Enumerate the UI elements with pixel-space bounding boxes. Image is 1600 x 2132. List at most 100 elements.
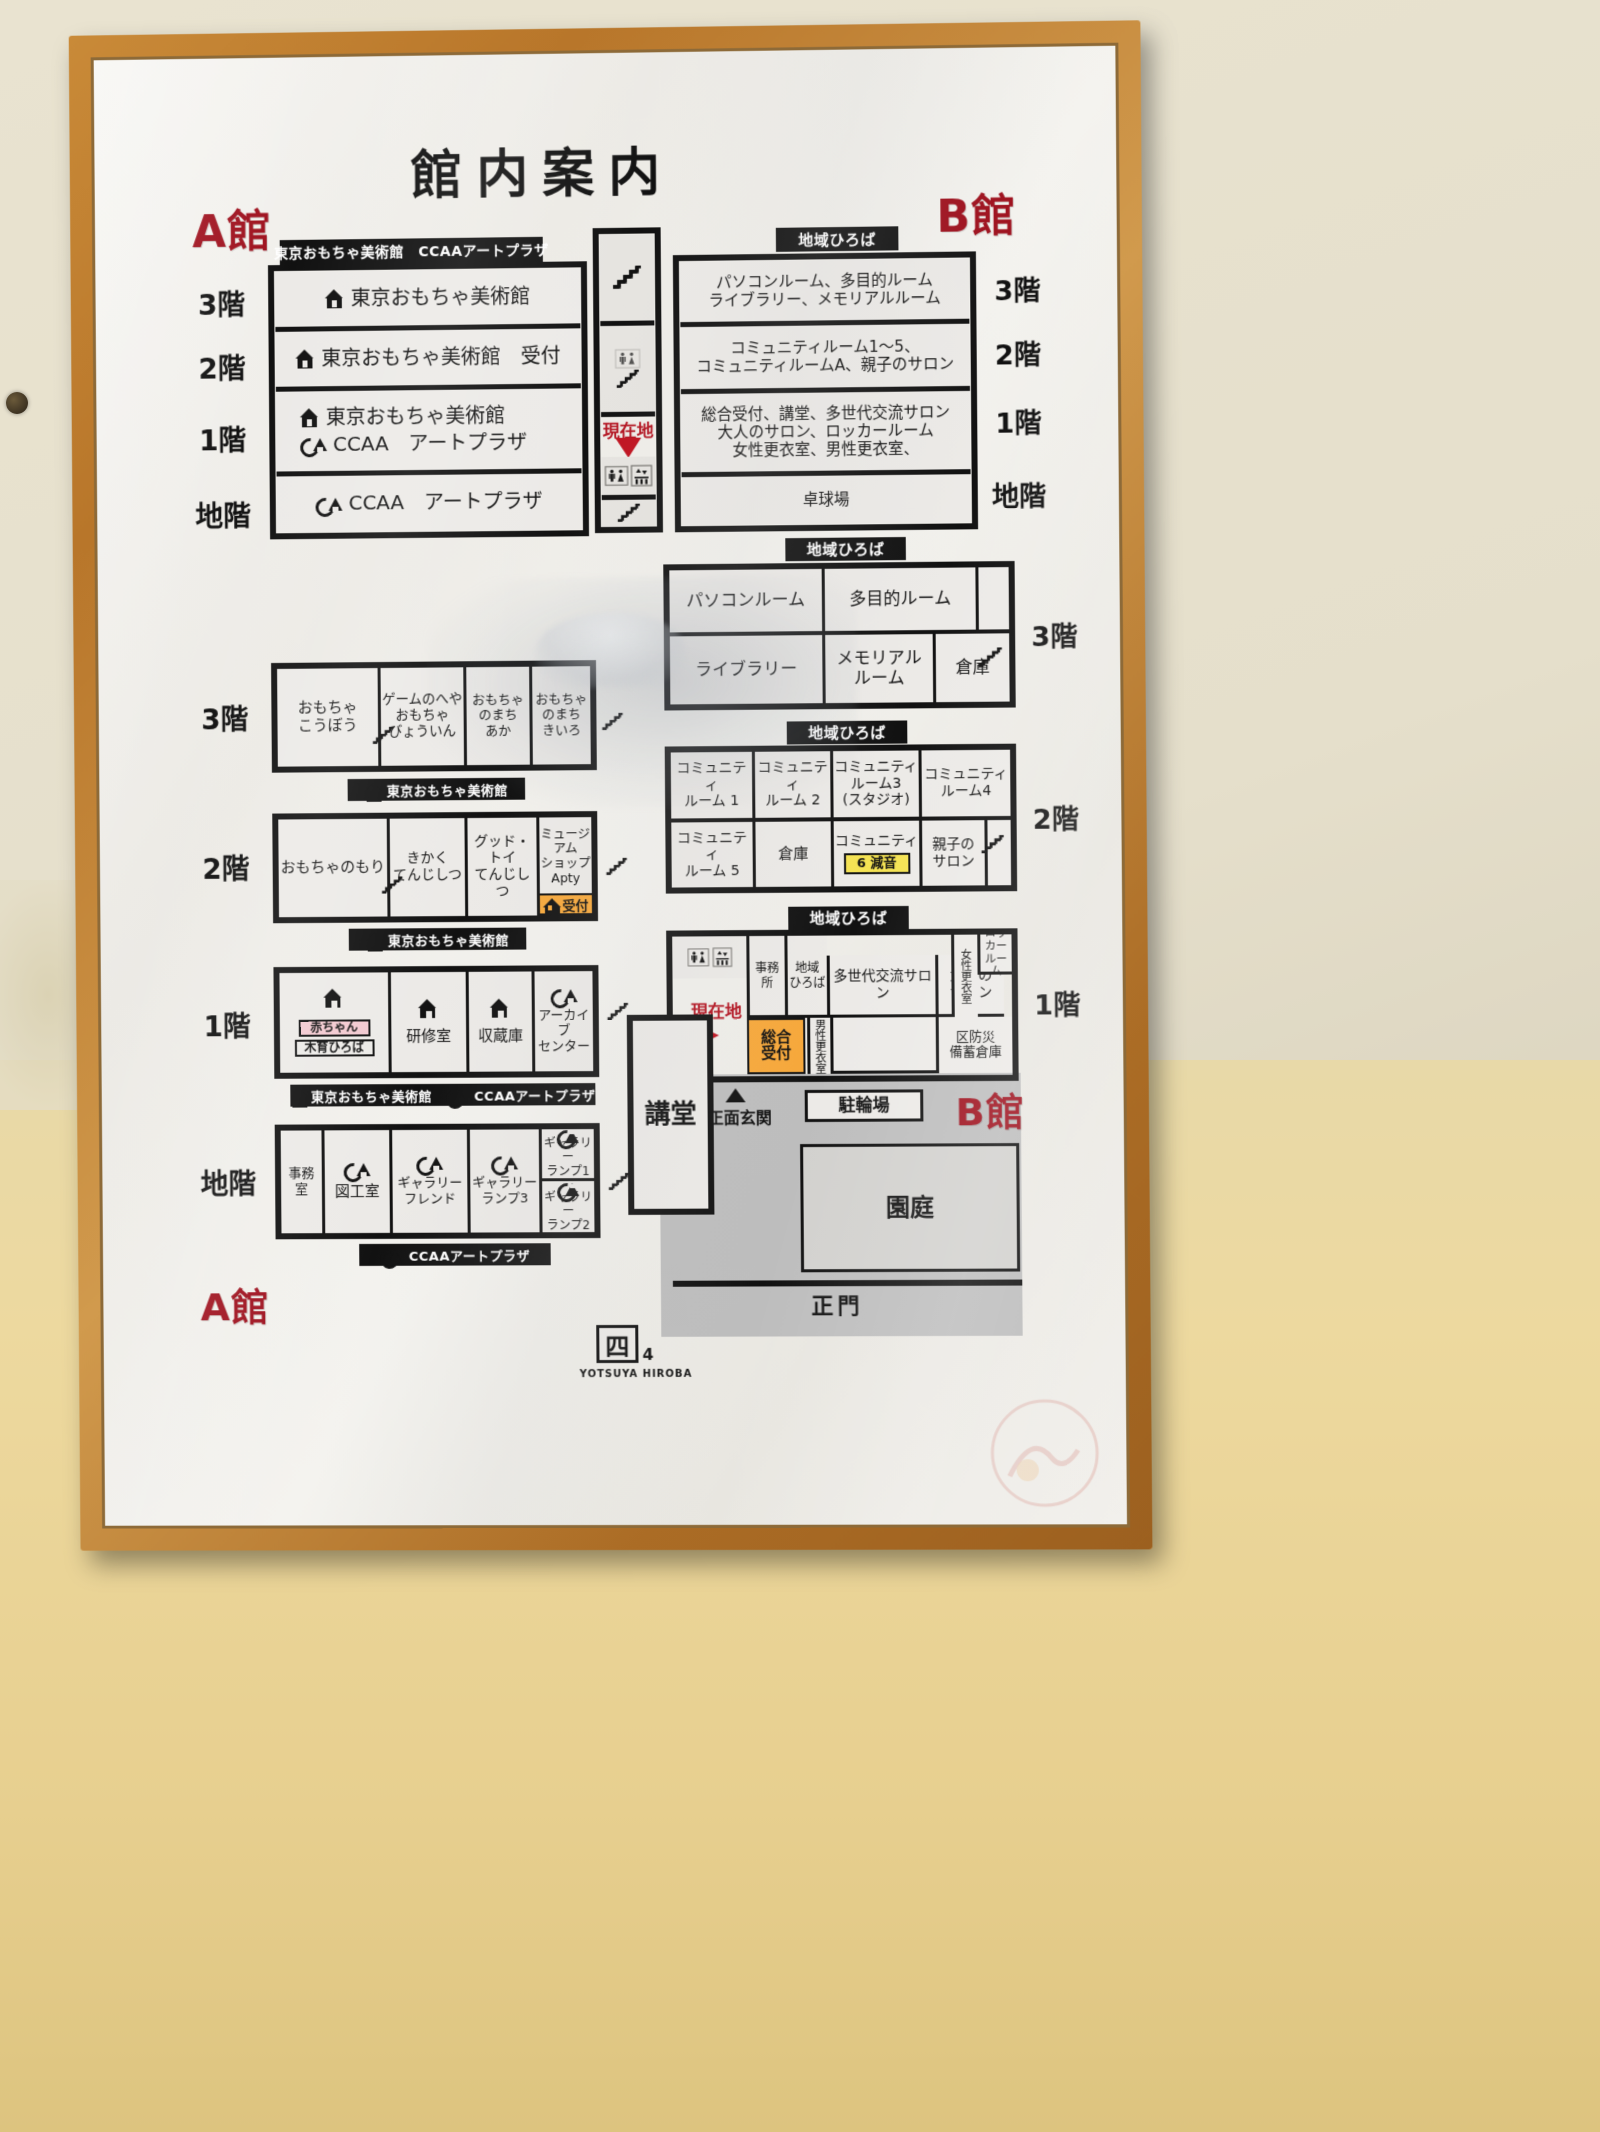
b-top-row-1f: 総合受付、講堂、多世代交流サロン 大人のサロン、ロッカールーム 女性更衣室、男性… (680, 390, 971, 473)
b-top-row-3f: パソコンルーム、多目的ルーム ライブラリー、メモリアルルーム (679, 258, 970, 323)
watermark-logo (989, 1398, 1101, 1509)
a-2f-stairs-icon-right (606, 857, 628, 880)
yotsuya-logo-sub: 4 (642, 1344, 654, 1364)
a-1f-caption: 東京おもちゃ美術館 CCAAアートプラザ (290, 1083, 596, 1107)
house-icon (290, 1089, 303, 1103)
b-2f-room-c4: コミュニティ ルーム4 (921, 749, 1011, 817)
ccaa-icon (316, 496, 343, 512)
yotsuya-logo-box: 四 (596, 1324, 639, 1364)
b-top-floor-label-1f: 1階 (995, 407, 1042, 440)
a-3f-stairs-icon-right (601, 712, 623, 735)
building-b-label-top: B館 (936, 190, 1017, 243)
bicycle-parking-label: 駐輪場 (838, 1095, 890, 1116)
b-3f-room-multi: 多目的ルーム (824, 567, 976, 631)
toilet-icon (604, 465, 629, 486)
front-entrance-arrow (725, 1088, 746, 1103)
a-1f-floor-label: 1階 (203, 1010, 251, 1044)
a-top-row-2f: 東京おもちゃ美術館 受付 (275, 328, 581, 387)
a-1f-room-baby: 赤ちゃん 木育ひろば (279, 972, 392, 1073)
a-b1-room-office: 事務 室 (280, 1130, 326, 1234)
a-top-banner: 東京おもちゃ美術館 CCAAアートプラザ (274, 236, 549, 266)
b-1f-room-female-locker: 女性更衣室 (951, 934, 978, 1017)
b-1f-reception: 総合 受付 (746, 1017, 806, 1075)
a-top-floor-label-2f: 2階 (198, 352, 246, 386)
b-3f-room-pc: パソコンルーム (669, 568, 826, 633)
b-2f-room-c3: コミュニティ ルーム3 (スタジオ) (833, 750, 923, 818)
b-2f-room-parent-child: 親子の サロン (922, 820, 985, 886)
b-2f-room-c2: コミュニティ ルーム 2 (754, 751, 834, 818)
a-b1-caption: CCAAアートプラザ (359, 1243, 551, 1266)
wall-screw (6, 392, 28, 414)
garden-label: 園庭 (885, 1193, 935, 1222)
a-2f-reception-tag: 受付 (537, 893, 594, 916)
page-title: 館内案内 (410, 143, 675, 207)
b-top-row-b1: 卓球場 (681, 474, 971, 526)
a-2f-floor-label: 2階 (202, 852, 250, 886)
ccaa-icon (416, 1156, 443, 1171)
a-3f-room-town-red: おもちゃのまち あか (466, 666, 533, 766)
ccaa-icon (300, 437, 327, 452)
a-b1-room-gallery-friend: ギャラリー フレンド (392, 1129, 471, 1233)
a-top-row-b1: CCAA アートプラザ (276, 473, 582, 533)
building-directory-poster: 館内案内 A館 B館 東京おもちゃ美術館 CCAAアートプラザ 3階 2階 1階… (93, 45, 1127, 1526)
b-1f-floor-label: 1階 (1034, 989, 1081, 1022)
a-2f-room-goodtoy: グッド・トイ てんじしつ (467, 817, 541, 916)
b-2f-soundproof-tag: 6 減音 (843, 852, 910, 875)
b-3f-room-library: ライブラリー (669, 635, 826, 705)
b-2f-floor-label: 2階 (1032, 803, 1080, 836)
building-a-label-bottom: A館 (200, 1285, 270, 1330)
b-2f-room-community-a: コミュニティ 6 減音 (833, 820, 923, 887)
stairs-icon (616, 369, 639, 388)
stairs-icon (613, 265, 641, 289)
picture-frame: 館内案内 A館 B館 東京おもちゃ美術館 CCAAアートプラザ 3階 2階 1階… (68, 20, 1153, 1551)
b-3f-corr-top (975, 567, 1010, 630)
b-2f-room-c5: コミュニティ ルーム 5 (671, 821, 756, 888)
b-top-floor-label-b1: 地階 (991, 480, 1047, 513)
b-1f-room-corridor (833, 1017, 937, 1074)
elevator-icon (630, 464, 653, 487)
house-icon (295, 349, 314, 368)
b-1f-toilet-elevator (672, 936, 747, 979)
b-top-banner: 地域ひろば (775, 226, 899, 252)
b-1f-room-locker: ロッカー ルーム (977, 926, 1012, 978)
a-3f-room-workshop: おもちゃ こうぼう (277, 668, 382, 767)
b-2f-room-c1: コミュニティ ルーム 1 (670, 751, 756, 819)
house-icon (365, 783, 379, 797)
ccaa-icon (380, 1249, 402, 1261)
ccaa-icon (344, 1162, 371, 1178)
a-3f-stairs-icon (372, 727, 394, 749)
stairs-icon (617, 503, 640, 522)
front-entrance-label: 正面玄関 (707, 1108, 772, 1128)
a-3f-floor-label: 3階 (201, 703, 249, 737)
a-top-row-3f: 東京おもちゃ美術館 (274, 268, 581, 327)
a-top-row-1f: 東京おもちゃ美術館 CCAA アートプラザ (275, 388, 582, 472)
b-1f-room-disaster-storage: 区防災 備蓄倉庫 (935, 1016, 1013, 1074)
house-icon (366, 933, 380, 947)
b-1f-room-multigen: 多世代交流サロン (826, 954, 936, 1018)
toilet-elevator-cell-1f (601, 456, 656, 496)
toilet-icon (614, 348, 641, 369)
yotsuya-logo-roman: YOTSUYA HIROBA (579, 1368, 693, 1381)
b-1f-room-chiiki: 地域 ひろば (784, 935, 828, 1018)
b-2f-room-storage: 倉庫 (755, 821, 835, 887)
stair-cell-b1 (601, 499, 656, 528)
b-1f-room-office: 事務 所 (746, 935, 786, 1019)
house-icon (325, 289, 344, 308)
b-1f-banner: 地域ひろば (788, 905, 909, 930)
main-gate-bar (672, 1279, 1023, 1287)
b-top-floor-label-3f: 3階 (994, 275, 1041, 307)
building-a-label-top: A館 (192, 206, 272, 259)
b-1f-room-male-locker: 男性更衣室 (807, 1017, 834, 1074)
auditorium-label: 講堂 (644, 1099, 697, 1130)
a-3f-room-game: ゲームのへや おもちゃ びょういん (380, 667, 468, 766)
a-2f-stairs-icon (381, 876, 403, 898)
ccaa-icon (446, 1089, 466, 1101)
house-icon (418, 999, 440, 1021)
stair-cell-3f (599, 234, 655, 322)
a-b1-room-crafts: 図工室 (324, 1130, 393, 1234)
ccaa-icon (491, 1156, 518, 1171)
main-gate-label: 正門 (811, 1294, 864, 1320)
a-3f-caption: 東京おもちゃ美術館 (347, 777, 526, 802)
a-1f-stairs-icon-right (607, 1002, 629, 1025)
ccaa-icon (550, 988, 577, 1004)
